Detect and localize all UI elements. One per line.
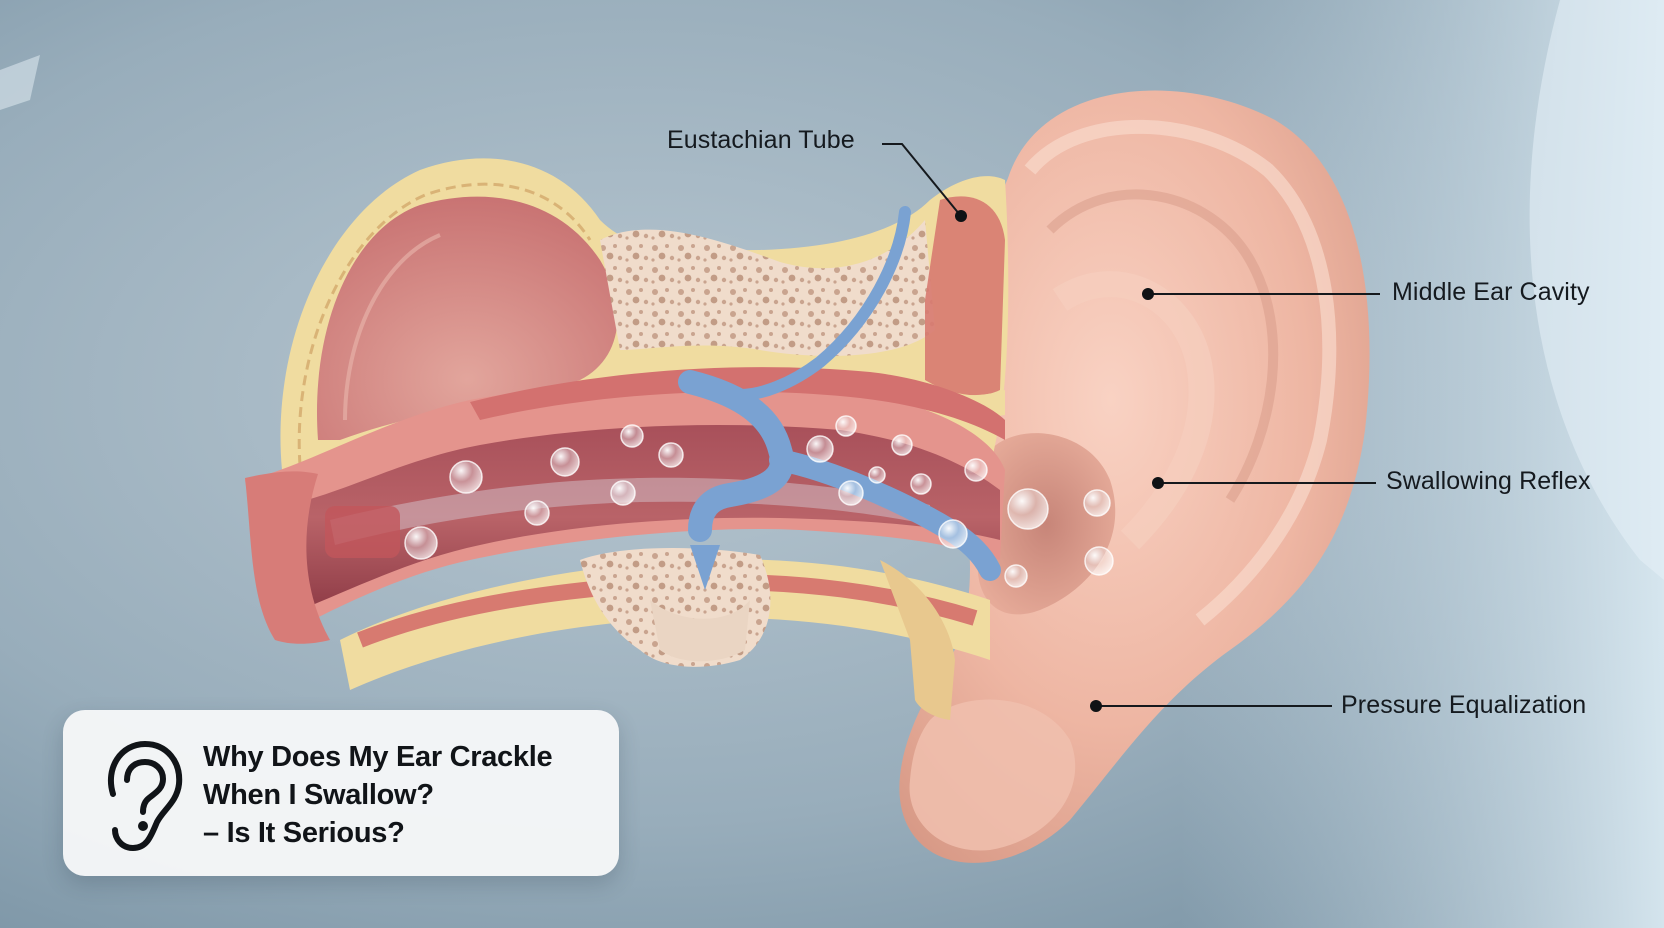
air-bubbles bbox=[404, 415, 1114, 588]
card-title-line-1: Why Does My Ear Crackle bbox=[203, 741, 553, 773]
middle-ear-cavity-leader bbox=[1142, 288, 1380, 300]
title-card: Why Does My Ear Crackle When I Swallow? … bbox=[63, 710, 619, 876]
swallowing-reflex-leader bbox=[1152, 477, 1376, 489]
pressure-equalization-label: Pressure Equalization bbox=[1341, 691, 1587, 719]
ear-question-icon bbox=[108, 740, 183, 852]
eustachian-tube-leader bbox=[882, 143, 967, 222]
card-title: Why Does My Ear Crackle When I Swallow? … bbox=[203, 738, 603, 852]
pressure-equalization-leader bbox=[1090, 700, 1332, 712]
outer-ear bbox=[899, 90, 1370, 863]
card-title-line-3: – Is It Serious? bbox=[203, 817, 405, 849]
card-title-line-2: When I Swallow? bbox=[203, 779, 434, 811]
swallowing-reflex-label: Swallowing Reflex bbox=[1386, 467, 1591, 495]
middle-ear-cavity-label: Middle Ear Cavity bbox=[1392, 278, 1590, 306]
eustachian-tube-label: Eustachian Tube bbox=[667, 126, 855, 154]
